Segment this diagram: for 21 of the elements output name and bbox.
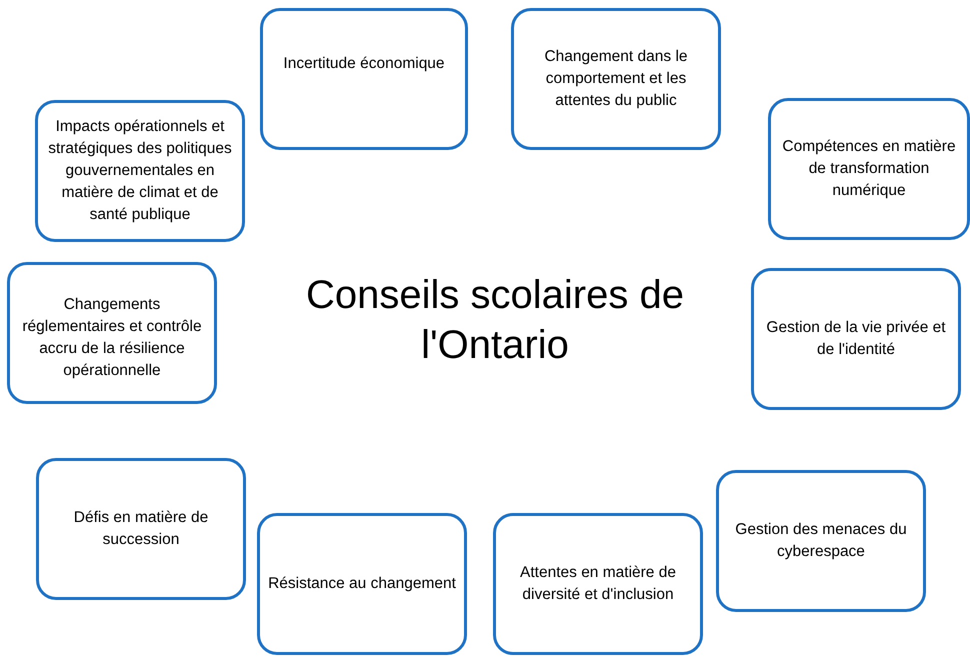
rounded-box	[7, 262, 217, 404]
box-text: Impacts opérationnels et stratégiques des politiques gouvernementales en matière de climat et de santé publique	[47, 117, 233, 225]
rounded-box	[511, 8, 721, 150]
box-text: Changements réglementaires et contrôle accru de la résilience opérationnelle	[21, 295, 203, 381]
box-text: Attentes en matière de diversité et d'inclusion	[519, 563, 677, 605]
box-text: Résistance au changement	[268, 574, 456, 594]
rounded-box	[493, 513, 703, 655]
rounded-box	[751, 268, 961, 410]
rounded-box	[35, 100, 245, 242]
rounded-box	[36, 458, 246, 600]
rounded-box	[716, 470, 926, 612]
box-text: Incertitude économique	[283, 54, 445, 74]
center-title: Conseils scolaires de l'Ontario	[305, 272, 685, 369]
box-text: Changement dans le comportement et les attentes du public	[543, 47, 689, 111]
box-text: Compétences en matière de transformation numérique	[781, 137, 957, 201]
box-text: Gestion de la vie privée et de l'identité	[765, 318, 947, 360]
rounded-box	[768, 98, 970, 240]
box-text: Défis en matière de succession	[72, 508, 210, 550]
box-text: Gestion des menaces du cyberespace	[734, 520, 908, 562]
rounded-box	[257, 513, 467, 655]
rounded-box	[260, 8, 468, 150]
